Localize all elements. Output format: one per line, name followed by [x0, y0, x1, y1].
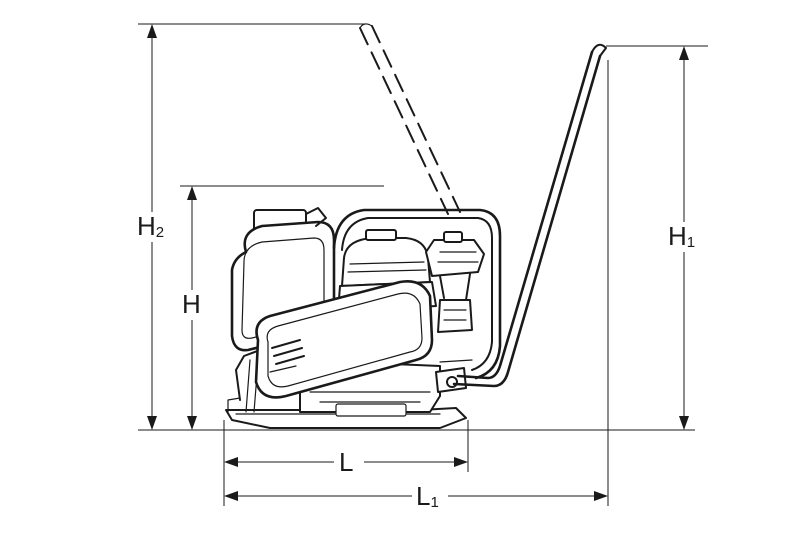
belt-guard-vent-bottom: [269, 365, 297, 373]
dimension-l1: L1: [224, 480, 608, 512]
h-arrow-bottom: [187, 416, 197, 430]
l-label: L: [339, 447, 353, 477]
h2-label: H2: [137, 211, 164, 241]
belt-guard-inner-rim: [266, 292, 423, 388]
handle-folded-left-rail: [359, 27, 449, 215]
l1-arrow-right: [594, 491, 608, 501]
engine-cooling-fins: [347, 261, 427, 273]
l-label-mask: [334, 446, 364, 478]
engine-fuel-cap: [365, 229, 397, 241]
handle-upright: [452, 43, 607, 388]
handle-folded-right-rail: [371, 25, 461, 213]
handle-upright-rear-rail: [456, 50, 594, 380]
h1-label-mask: [664, 222, 704, 252]
h2-arrow-bottom: [147, 416, 157, 430]
roll-cage-inner: [341, 217, 493, 371]
h1-label: H1: [668, 221, 695, 251]
handle-upright-grip-tip: [591, 43, 607, 57]
roll-cage: [332, 208, 502, 380]
extension-lines: [138, 23, 708, 506]
belt-guard: [254, 280, 434, 399]
handle-folded-position: [359, 23, 461, 215]
carburettor-detail: [443, 309, 467, 321]
h1-arrow-bottom: [679, 416, 689, 430]
carburettor-linkage: [439, 273, 471, 301]
handle-upright-front-rail: [452, 54, 602, 388]
dimension-h1: H1: [664, 46, 704, 430]
h-label-mask: [178, 290, 208, 320]
carburettor-body: [437, 299, 473, 333]
dimension-l: L: [224, 446, 468, 478]
air-filter-ribs: [437, 251, 479, 263]
h2-label-mask: [132, 212, 172, 242]
air-filter-housing: [425, 239, 485, 277]
handle-bracket-top: [439, 359, 473, 363]
h1-arrow-top: [679, 46, 689, 60]
air-filter: [425, 231, 485, 333]
handle-bracket: [435, 359, 473, 393]
l1-label-mask: [412, 480, 448, 512]
belt-guard-vent-slots: [271, 339, 305, 365]
l-arrow-right: [454, 457, 468, 467]
handle-folded-tip: [359, 23, 373, 29]
h2-arrow-top: [147, 24, 157, 38]
air-filter-knob: [443, 231, 463, 243]
base-plate-front-lip: [227, 397, 241, 413]
handle-pivot-bolt: [446, 376, 458, 388]
dimension-h2: H2: [132, 24, 172, 430]
l1-label: L1: [416, 481, 439, 511]
vibration-mount: [335, 403, 407, 417]
h-arrow-top: [187, 186, 197, 200]
dimension-h: H: [178, 186, 208, 430]
l1-arrow-left: [224, 491, 238, 501]
roll-cage-outer: [332, 208, 502, 380]
water-tank-lid-latch: [305, 207, 327, 227]
frame-front-strut: [235, 349, 261, 401]
belt-guard-cover: [254, 280, 434, 399]
h-label: H: [182, 289, 201, 319]
l-arrow-left: [224, 457, 238, 467]
